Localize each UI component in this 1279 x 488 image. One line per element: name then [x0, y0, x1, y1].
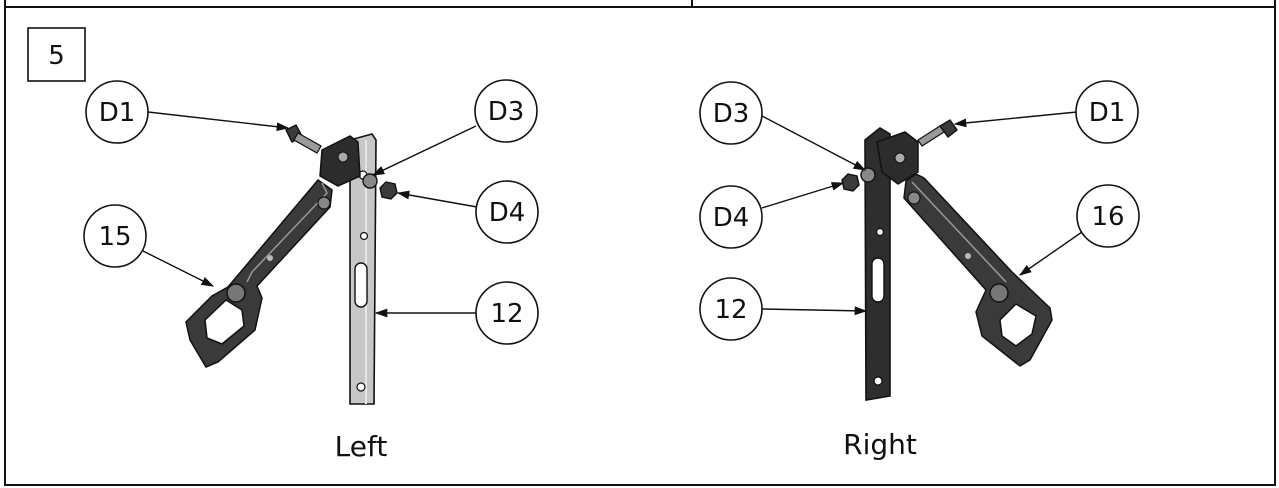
left-assembly: [185, 124, 398, 405]
right-assembly: [841, 119, 1053, 401]
callout-right-16: 16: [1076, 184, 1140, 248]
callout-left-12: 12: [475, 281, 539, 345]
svg-text:12: 12: [714, 295, 747, 325]
callout-left-15: 15: [83, 204, 147, 268]
svg-text:12: 12: [490, 299, 523, 329]
svg-text:D1: D1: [99, 98, 136, 128]
right-bolt-d1: [917, 119, 958, 147]
right-leader-lines: [761, 111, 1083, 316]
svg-text:16: 16: [1091, 202, 1124, 232]
right-washer-d3: [860, 167, 876, 183]
step-number-box: 5: [27, 27, 86, 82]
left-clevis-bracket: [319, 135, 361, 187]
callout-right-d3: D3: [699, 81, 763, 145]
svg-text:15: 15: [98, 222, 131, 252]
right-caption: Right: [843, 428, 917, 461]
callout-right-d1: D1: [1075, 80, 1139, 144]
svg-text:D3: D3: [713, 99, 750, 129]
left-washer-d3: [362, 173, 378, 189]
callout-left-d4: D4: [475, 180, 539, 244]
left-leader-lines: [142, 111, 478, 318]
step-number: 5: [48, 41, 65, 71]
left-flat-bar-12: [349, 133, 377, 405]
svg-text:D3: D3: [488, 97, 525, 127]
callout-left-d1: D1: [85, 80, 149, 144]
svg-text:D1: D1: [1089, 98, 1126, 128]
right-clevis-bracket: [876, 131, 919, 185]
right-nut-d4: [841, 173, 860, 192]
left-bolt-d1: [285, 124, 322, 154]
callout-right-d4: D4: [699, 185, 763, 249]
left-nut-d4: [379, 181, 398, 200]
callout-left-d3: D3: [474, 79, 538, 143]
svg-text:D4: D4: [713, 203, 750, 233]
right-flat-bar-12: [864, 127, 891, 401]
svg-text:D4: D4: [489, 198, 526, 228]
callout-right-12: 12: [699, 277, 763, 341]
right-lever-arm-16: [903, 173, 1053, 367]
left-lever-arm-15: [185, 178, 333, 368]
left-caption: Left: [335, 430, 388, 463]
sheet-frame: [4, 0, 1276, 486]
